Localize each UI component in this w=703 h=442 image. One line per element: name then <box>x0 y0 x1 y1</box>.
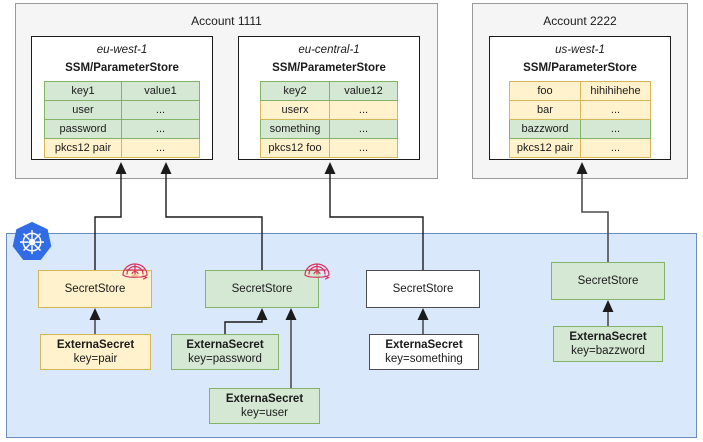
region-eu-west-1: eu-west-1 SSM/ParameterStore key1 value1… <box>31 36 213 160</box>
helm-icon <box>120 258 150 282</box>
param-value: ... <box>121 100 200 120</box>
secretstore-bazzword[interactable]: SecretStore <box>551 262 665 300</box>
param-value: ... <box>329 119 398 139</box>
region-us-west-1-title: us-west-1 <box>555 44 605 56</box>
externalsecret-subtitle: key=something <box>385 353 463 365</box>
param-value: ... <box>329 100 398 120</box>
table-row: something ... <box>260 119 398 139</box>
table-row: pkcs12 pair ... <box>509 138 651 158</box>
param-key: pkcs12 pair <box>44 138 122 158</box>
table-row: key1 value1 <box>44 81 200 101</box>
param-key: user <box>44 100 122 120</box>
param-value: hihihihehe <box>580 81 651 101</box>
param-key: key1 <box>44 81 122 101</box>
externalsecret-subtitle: key=password <box>188 353 262 365</box>
table-row: key2 value12 <box>260 81 398 101</box>
params-table-eu-central-1: key2 value12 userx ... something ... pkc… <box>260 81 398 158</box>
account-1111-title: Account 1111 <box>191 14 262 28</box>
externalsecret-password[interactable]: ExternaSecret key=password <box>171 334 279 370</box>
secretstore-label: SecretStore <box>231 282 293 295</box>
param-key: key2 <box>260 81 330 101</box>
param-value: ... <box>580 119 651 139</box>
externalsecret-pair[interactable]: ExternaSecret key=pair <box>40 334 151 370</box>
table-row: user ... <box>44 100 200 120</box>
params-table-us-west-1: foo hihihihehe bar ... bazzword ... pkcs… <box>509 81 651 158</box>
secretstore-label: SecretStore <box>64 282 126 295</box>
region-eu-west-1-title: eu-west-1 <box>96 44 148 56</box>
param-value: ... <box>580 138 651 158</box>
param-key: pkcs12 pair <box>509 138 581 158</box>
externalsecret-subtitle: key=pair <box>73 353 118 365</box>
kubernetes-icon <box>9 220 55 266</box>
table-row: bazzword ... <box>509 119 651 139</box>
secretstore-password[interactable]: SecretStore <box>205 270 319 308</box>
table-row: bar ... <box>509 100 651 120</box>
externalsecret-title: ExternaSecret <box>385 338 463 351</box>
helm-icon <box>302 258 332 282</box>
externalsecret-something[interactable]: ExternaSecret key=something <box>369 334 479 370</box>
table-row: userx ... <box>260 100 398 120</box>
externalsecret-title: ExternaSecret <box>56 338 135 351</box>
externalsecret-title: ExternaSecret <box>225 392 304 405</box>
param-value: ... <box>121 138 200 158</box>
externalsecret-subtitle: key=bazzword <box>571 345 645 357</box>
params-table-eu-west-1: key1 value1 user ... password ... pkcs12… <box>44 81 200 158</box>
param-key: bar <box>509 100 581 120</box>
externalsecret-title: ExternaSecret <box>569 330 647 343</box>
region-eu-central-1-title: eu-central-1 <box>298 44 360 56</box>
region-us-west-1-subtitle: SSM/ParameterStore <box>523 62 637 74</box>
param-value: ... <box>121 119 200 139</box>
externalsecret-user[interactable]: ExternaSecret key=user <box>209 388 320 424</box>
table-row: password ... <box>44 119 200 139</box>
param-value: ... <box>329 138 398 158</box>
externalsecret-subtitle: key=user <box>241 407 288 419</box>
param-key: bazzword <box>509 119 581 139</box>
param-value: value12 <box>329 81 398 101</box>
param-key: something <box>260 119 330 139</box>
region-eu-west-1-subtitle: SSM/ParameterStore <box>65 62 179 74</box>
region-us-west-1: us-west-1 SSM/ParameterStore foo hihihih… <box>489 36 671 160</box>
region-eu-central-1: eu-central-1 SSM/ParameterStore key2 val… <box>238 36 420 160</box>
table-row: pkcs12 pair ... <box>44 138 200 158</box>
param-key: password <box>44 119 122 139</box>
secretstore-something[interactable]: SecretStore <box>366 270 480 308</box>
table-row: pkcs12 foo ... <box>260 138 398 158</box>
param-key: foo <box>509 81 581 101</box>
param-value: value1 <box>121 81 200 101</box>
table-row: foo hihihihehe <box>509 81 651 101</box>
secretstore-label: SecretStore <box>392 282 454 295</box>
param-key: userx <box>260 100 330 120</box>
param-value: ... <box>580 100 651 120</box>
region-eu-central-1-subtitle: SSM/ParameterStore <box>272 62 386 74</box>
externalsecret-title: ExternaSecret <box>186 338 264 351</box>
account-2222-title: Account 2222 <box>543 14 617 28</box>
secretstore-label: SecretStore <box>577 274 639 287</box>
externalsecret-bazzword[interactable]: ExternaSecret key=bazzword <box>553 326 663 362</box>
param-key: pkcs12 foo <box>260 138 330 158</box>
